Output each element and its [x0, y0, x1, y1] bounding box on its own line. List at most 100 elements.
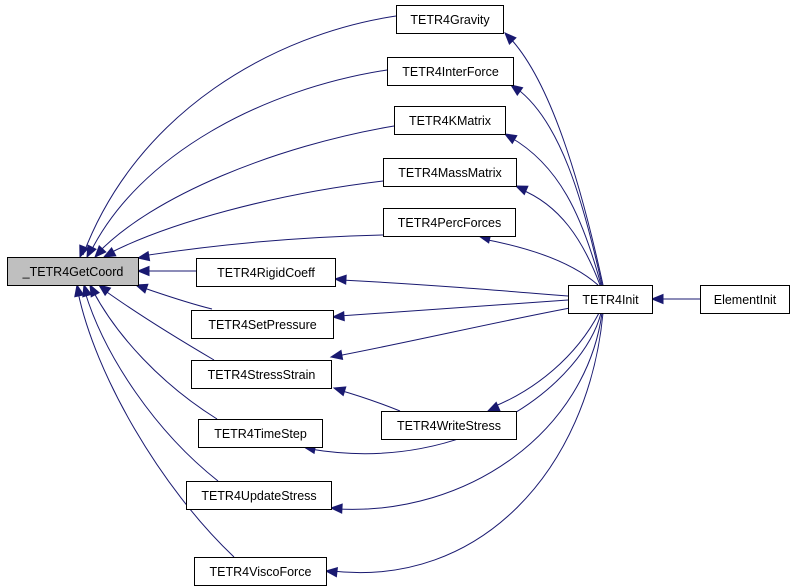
node-massmatrix[interactable]: TETR4MassMatrix — [383, 158, 517, 187]
edge-rigidcoeff-to-getcoord — [136, 265, 196, 277]
arrowhead-icon — [89, 283, 100, 298]
edge-init-to-gravity — [504, 32, 604, 286]
edge-line — [492, 312, 600, 408]
edge-line — [340, 279, 569, 297]
edge-line — [338, 389, 401, 412]
edge-line — [107, 180, 384, 255]
node-rigidcoeff[interactable]: TETR4RigidCoeff — [196, 258, 336, 287]
node-setpressure[interactable]: TETR4SetPressure — [191, 310, 334, 339]
edge-init-to-percforces — [477, 233, 599, 286]
node-box — [7, 257, 139, 286]
edge-line — [140, 286, 213, 310]
node-box — [700, 285, 790, 314]
node-box — [191, 360, 332, 389]
node-init[interactable]: TETR4Init — [568, 285, 653, 314]
node-box — [186, 481, 332, 510]
node-box — [394, 106, 506, 135]
node-box — [383, 208, 516, 237]
node-interforce[interactable]: TETR4InterForce — [387, 57, 514, 86]
arrowhead-icon — [86, 244, 97, 259]
edge-stressstrain-to-getcoord — [97, 284, 215, 361]
arrowhead-icon — [102, 247, 117, 258]
call-graph-edges — [74, 15, 700, 578]
edge-line — [103, 289, 215, 361]
arrowhead-icon — [136, 250, 151, 262]
node-percforces[interactable]: TETR4PercForces — [383, 208, 516, 237]
arrowhead-icon — [333, 274, 347, 285]
node-elementinit[interactable]: ElementInit — [700, 285, 790, 314]
edge-line — [482, 238, 599, 286]
edge-line — [519, 188, 601, 286]
edge-line — [92, 290, 218, 420]
node-stressstrain[interactable]: TETR4StressStrain — [191, 360, 332, 389]
edge-init-to-updatestress — [329, 312, 603, 514]
edge-viscoforce-to-getcoord — [74, 283, 235, 558]
edge-writestress-to-stressstrain — [332, 386, 401, 412]
node-writestress[interactable]: TETR4WriteStress — [381, 411, 517, 440]
arrowhead-icon — [329, 349, 344, 361]
node-label: TETR4TimeStep — [214, 427, 307, 441]
edge-gravity-to-getcoord — [79, 15, 397, 259]
edge-updatestress-to-getcoord — [82, 283, 219, 482]
node-box — [381, 411, 517, 440]
node-box — [191, 310, 334, 339]
arrowhead-icon — [79, 244, 90, 259]
edge-init-to-viscoforce — [324, 312, 604, 578]
edge-line — [77, 291, 235, 558]
edge-init-to-massmatrix — [514, 185, 601, 286]
edge-init-to-setpressure — [331, 299, 569, 322]
node-gravity[interactable]: TETR4Gravity — [396, 5, 504, 34]
node-label: _TETR4GetCoord — [22, 265, 124, 279]
edge-kmatrix-to-getcoord — [94, 125, 395, 258]
arrowhead-icon — [514, 185, 529, 196]
arrowhead-icon — [486, 401, 501, 412]
node-label: TETR4RigidCoeff — [217, 266, 315, 280]
arrowhead-icon — [74, 283, 85, 298]
edge-setpressure-to-getcoord — [134, 283, 213, 310]
node-label: ElementInit — [714, 293, 777, 307]
arrowhead-icon — [503, 133, 518, 145]
node-label: TETR4Gravity — [410, 13, 490, 27]
edge-line — [515, 87, 603, 286]
node-label: TETR4KMatrix — [409, 114, 492, 128]
edge-percforces-to-getcoord — [136, 234, 384, 262]
node-timestep[interactable]: TETR4TimeStep — [198, 419, 323, 448]
node-label: TETR4PercForces — [398, 216, 502, 230]
arrowhead-icon — [331, 311, 345, 322]
edge-init-to-kmatrix — [503, 133, 602, 286]
edge-init-to-interforce — [509, 84, 603, 286]
node-box — [387, 57, 514, 86]
node-label: TETR4SetPressure — [208, 318, 316, 332]
edge-init-to-stressstrain — [329, 307, 571, 361]
arrowhead-icon — [332, 386, 347, 397]
edge-line — [331, 312, 604, 573]
edge-line — [336, 307, 571, 357]
edge-timestep-to-getcoord — [89, 283, 218, 420]
edge-line — [336, 312, 603, 510]
arrowhead-icon — [324, 567, 338, 578]
arrowhead-icon — [134, 283, 149, 294]
node-label: TETR4ViscoForce — [210, 565, 312, 579]
edge-line — [82, 15, 397, 256]
edge-massmatrix-to-getcoord — [102, 180, 384, 258]
edge-line — [84, 291, 219, 482]
edge-init-to-writestress — [486, 312, 600, 412]
node-box — [568, 285, 653, 314]
arrowhead-icon — [650, 293, 664, 305]
edge-line — [509, 136, 602, 286]
edge-line — [96, 125, 395, 255]
node-kmatrix[interactable]: TETR4KMatrix — [394, 106, 506, 135]
edge-init-to-rigidcoeff — [333, 274, 569, 297]
node-label: TETR4Init — [582, 293, 639, 307]
node-viscoforce[interactable]: TETR4ViscoForce — [194, 557, 327, 586]
call-graph-nodes: _TETR4GetCoord TETR4GravityTETR4InterForc… — [7, 5, 790, 586]
arrowhead-icon — [82, 283, 93, 298]
node-box — [196, 258, 336, 287]
node-label: TETR4WriteStress — [397, 419, 501, 433]
node-box — [396, 5, 504, 34]
node-updatestress[interactable]: TETR4UpdateStress — [186, 481, 332, 510]
node-box — [383, 158, 517, 187]
node-getcoord[interactable]: _TETR4GetCoord — [7, 257, 139, 286]
node-label: TETR4MassMatrix — [398, 166, 502, 180]
edge-line — [508, 36, 604, 286]
